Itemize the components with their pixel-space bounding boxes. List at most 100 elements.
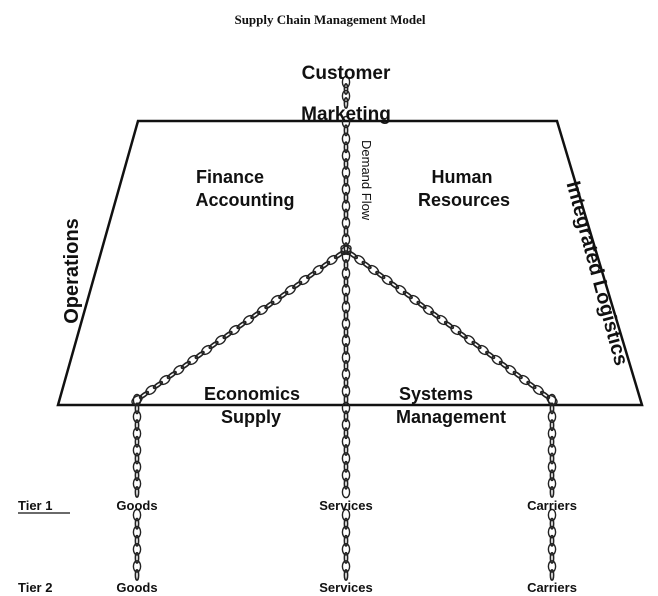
chain-link — [343, 309, 349, 322]
chain-link — [395, 284, 407, 296]
chain-link — [416, 300, 427, 310]
chain-link — [343, 82, 349, 95]
chain-link — [341, 267, 351, 280]
chain-link — [443, 320, 455, 330]
chain-link — [341, 216, 351, 230]
chain-link — [236, 320, 247, 330]
chain-link — [343, 174, 349, 187]
chain-link — [173, 364, 185, 376]
chain-links — [131, 75, 558, 582]
economics-label: Economics — [204, 384, 300, 404]
chain-link — [381, 274, 393, 286]
chain-link — [343, 517, 349, 530]
chain-link — [547, 443, 557, 457]
chain-link — [134, 534, 140, 547]
chain-link — [341, 468, 351, 482]
chain-link — [284, 284, 297, 296]
tier2-carriers: Carriers — [527, 580, 577, 595]
human-label: Human — [431, 167, 492, 187]
chain-link — [347, 250, 359, 260]
chain-link — [132, 427, 142, 440]
chain-link — [343, 191, 349, 204]
chain-link — [180, 360, 191, 370]
chain-central — [341, 115, 351, 499]
chain-link — [409, 294, 421, 306]
chain-link — [341, 351, 351, 364]
chain-link — [341, 435, 351, 448]
chain-link — [485, 350, 496, 360]
chain-link — [491, 354, 503, 366]
chain-link — [341, 418, 351, 432]
chain-link — [546, 394, 558, 406]
management-label: Management — [396, 407, 506, 427]
chain-link — [341, 485, 351, 499]
chain-link — [547, 477, 557, 490]
accounting-label: Accounting — [196, 190, 295, 210]
chain-link — [341, 89, 351, 103]
chain-link — [341, 283, 351, 297]
chain-link — [343, 292, 349, 305]
chain-link — [549, 435, 555, 448]
chain-link — [532, 384, 544, 396]
chain-link — [341, 401, 351, 415]
chain-link — [549, 452, 555, 465]
chain-link — [341, 300, 351, 314]
chain-link — [134, 569, 140, 582]
chain-link — [547, 508, 557, 522]
chain-link — [228, 324, 241, 336]
chain-link — [343, 242, 349, 255]
chain-link — [278, 290, 289, 300]
chain-link — [354, 254, 366, 266]
chain-link — [341, 384, 351, 398]
chain-link — [132, 410, 142, 424]
integrated-logistics-label: Integrated Logistics — [562, 179, 632, 368]
chain-link — [343, 342, 349, 355]
chain-link — [343, 443, 349, 456]
chain-link — [457, 330, 468, 340]
chain-link — [132, 508, 142, 522]
chain-link — [375, 270, 386, 280]
chain-link — [343, 141, 349, 154]
chain-link — [539, 390, 551, 400]
chain-link — [343, 96, 349, 109]
chain-link — [547, 410, 557, 424]
chain-link — [512, 370, 523, 380]
chain-link — [341, 367, 351, 381]
chain-link — [298, 274, 310, 286]
chain-link — [422, 304, 435, 316]
chain-link — [549, 568, 555, 581]
resources-label: Resources — [418, 190, 510, 210]
chain-right-diagonal — [340, 244, 558, 406]
chain-link — [341, 452, 351, 465]
chain-link — [343, 275, 349, 288]
chain-link — [547, 427, 557, 440]
chain-link — [341, 542, 351, 556]
chain-link — [343, 157, 349, 170]
chain-link — [264, 300, 275, 310]
systems-label: Systems — [399, 384, 473, 404]
chain-link — [450, 324, 462, 336]
chain-link — [549, 402, 555, 415]
chain-link — [132, 542, 142, 556]
chain-link — [526, 380, 537, 390]
chain-link — [134, 517, 140, 530]
chain-link — [343, 460, 349, 473]
chain-left-diagonal — [131, 244, 352, 406]
chain-link — [463, 334, 476, 346]
chain-link — [132, 460, 142, 474]
chain-link — [549, 534, 555, 547]
chain-link — [343, 477, 349, 490]
chain-link — [132, 393, 142, 407]
chain-link — [208, 340, 219, 350]
chain-link — [549, 419, 555, 432]
chain-link — [471, 340, 482, 350]
chain-link — [134, 435, 140, 448]
chain-link — [343, 359, 349, 372]
chain-link — [343, 326, 349, 339]
chain-link — [430, 310, 441, 320]
chain-link — [341, 560, 351, 573]
chain-link — [222, 330, 233, 340]
chain-link — [477, 344, 489, 356]
chain-link — [242, 314, 255, 326]
